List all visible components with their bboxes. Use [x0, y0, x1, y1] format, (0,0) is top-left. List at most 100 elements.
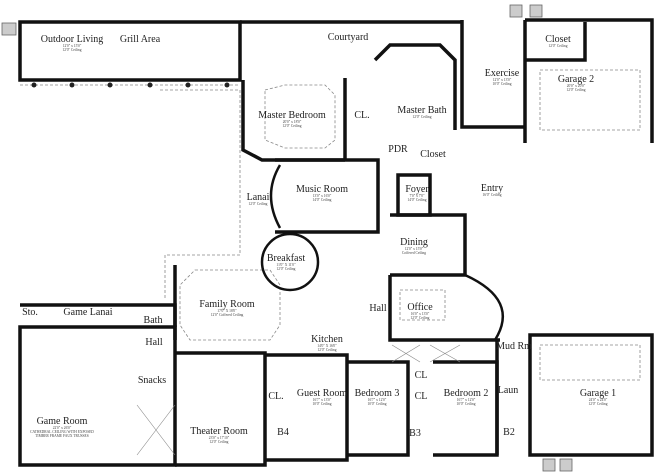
room-storage: Sto.: [22, 308, 38, 318]
room-name: Game Lanai: [63, 307, 113, 318]
room-name: PDR: [388, 144, 408, 155]
room-name: CL.: [354, 110, 370, 121]
room-b3: B3: [409, 429, 421, 439]
room-ceiling: 10'0" Ceiling: [367, 402, 387, 406]
room-name: B2: [503, 427, 515, 438]
room-name: B4: [277, 427, 289, 438]
room-name: Closet: [545, 34, 571, 46]
room-name: Guest Room: [296, 388, 348, 400]
room-ceiling: CATHEDRAL CEILING WITH EXPOSED: [30, 430, 94, 435]
room-dims: 16'7" x 12'0": [456, 398, 476, 403]
room-ceiling: 14'0" Ceiling: [312, 198, 332, 202]
dashed-outlines: [20, 69, 641, 381]
room-mud-room: Mud Rm: [496, 342, 532, 352]
room-dims: 16'7" x 13'0": [312, 398, 332, 403]
exterior-walls: [18, 18, 654, 467]
room-name: Master Bath: [397, 105, 447, 117]
room-name: Hall: [145, 337, 163, 348]
room-name: Bedroom 3: [354, 388, 400, 400]
room-ceiling: 10'0" Ceiling: [312, 402, 332, 406]
room-name: Breakfast: [266, 253, 306, 265]
room-closet: Closet: [420, 150, 446, 160]
room-dims: 7'0" x 7'0": [409, 194, 425, 199]
room-hall-west: Hall: [145, 338, 162, 348]
room-name: CL: [414, 391, 428, 402]
room-name: Closet: [420, 149, 446, 160]
room-cl-b: CL: [415, 392, 428, 402]
room-cl-a: CL: [415, 371, 428, 381]
room-ceiling: 12'0" Ceiling: [412, 115, 432, 120]
room-dims: 16'7" x 12'0": [367, 398, 387, 403]
room-ceiling: 14'0" Ceiling: [407, 198, 427, 202]
room-bath: Bath: [144, 316, 163, 326]
room-name: Bath: [143, 315, 163, 326]
room-dims: 24'0" x 24'0": [588, 398, 608, 403]
room-dims: 12'0" x 13'0": [492, 78, 512, 83]
ac-units: [1, 4, 573, 472]
room-name: Foyer: [405, 184, 429, 196]
room-name: CL.: [268, 391, 284, 402]
room-ceiling: 12'0" Ceiling: [248, 202, 268, 207]
room-name: Mud Rm: [496, 341, 532, 352]
room-ceiling: 12'0" Coffered Ceiling: [210, 313, 244, 317]
room-name: Music Room: [296, 184, 348, 196]
room-name: Sto.: [22, 307, 38, 318]
room-name: CL: [414, 370, 428, 381]
room-ceiling-note: TIMBER FRAME FAUX TRUSSES: [35, 433, 89, 438]
room-name: Bedroom 2: [443, 388, 489, 400]
room-ceiling: 10'0" Ceiling: [456, 402, 476, 406]
room-grill-area: Grill Area: [120, 35, 160, 45]
room-name: Office: [407, 302, 433, 314]
room-name: Dining: [400, 237, 428, 249]
room-ceiling: Coffered Ceiling: [401, 251, 427, 255]
room-b4: B4: [277, 428, 289, 438]
room-name: Outdoor Living: [40, 34, 104, 46]
curved-walls: [260, 164, 505, 341]
room-ceiling: 10'0" Ceiling: [492, 82, 512, 86]
room-ceiling: 12'0" Ceiling: [588, 402, 608, 406]
room-dims: 13'0" x 16'0": [312, 194, 332, 199]
room-dims: 20'0" x 20'0": [566, 84, 586, 89]
room-master-closet-cl: CL.: [354, 111, 369, 121]
room-dims: 12'0" x 15'0": [62, 44, 82, 49]
room-ceiling: 12'0" Ceiling: [317, 348, 337, 352]
room-name: Grill Area: [119, 34, 161, 45]
room-guest-cl: CL.: [268, 392, 283, 402]
room-name: Family Room: [199, 299, 255, 311]
room-ceiling: 16'0" Ceiling: [482, 193, 502, 198]
room-name: Snacks: [137, 375, 167, 386]
room-dims: 14'0" X 16'0": [317, 344, 337, 349]
room-b2: B2: [503, 428, 515, 438]
cross-hatch: [136, 344, 461, 456]
room-dims: 11'0" X 11'0": [276, 263, 296, 268]
room-dims: 20'0" x 18'0": [282, 120, 302, 125]
room-name: Theater Room: [190, 426, 248, 438]
room-name: Master Bedroom: [258, 110, 326, 122]
room-courtyard: Courtyard: [328, 33, 369, 43]
room-name: Hall: [369, 303, 387, 314]
room-dims: 22'0" x 26'0": [52, 426, 72, 431]
room-dims: 16'0" x 13'0": [410, 312, 430, 317]
room-ceiling: 12'0" Ceiling: [209, 440, 229, 444]
room-name: Game Room: [36, 416, 88, 428]
room-name: Courtyard: [327, 32, 369, 43]
room-ceiling: 12'0" Ceiling: [566, 88, 586, 92]
room-ceiling: 12'0" Ceiling: [62, 48, 82, 52]
